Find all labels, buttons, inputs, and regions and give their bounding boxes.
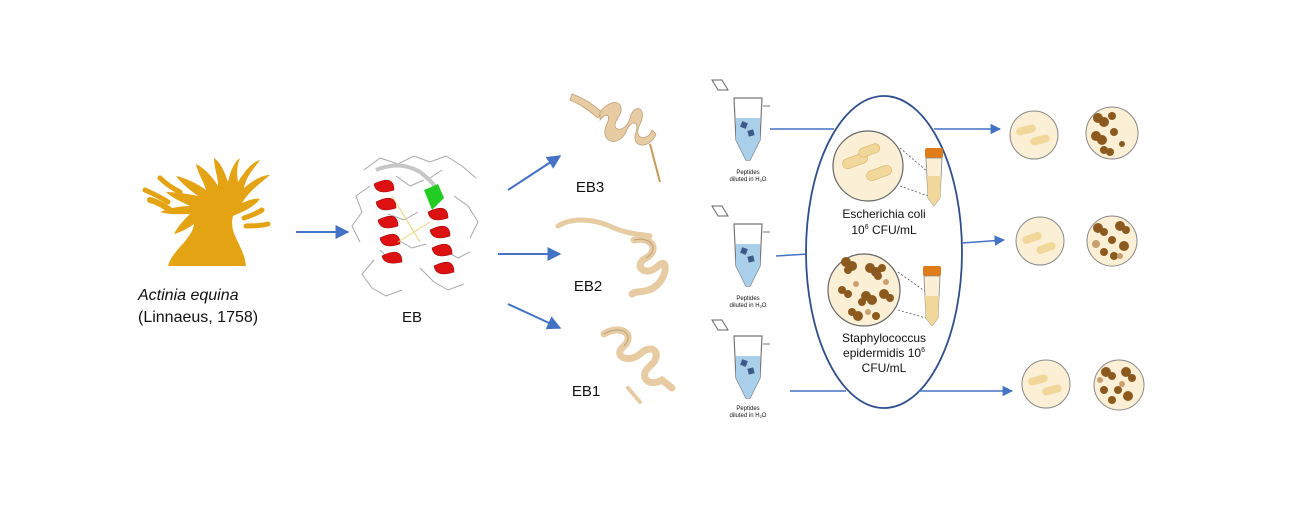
eb-label: EB bbox=[402, 309, 422, 326]
sea-anemone-image bbox=[137, 157, 275, 275]
arrow-eb-to-eb1 bbox=[507, 303, 562, 330]
staph-name-line1: Staphylococcus bbox=[842, 331, 926, 345]
result-ecoli-dish-top bbox=[1009, 110, 1059, 160]
tube-3-caption-line2: diluted in H2O bbox=[730, 413, 767, 419]
eb1-peptide-image bbox=[600, 326, 676, 404]
eb3-peptide-image bbox=[569, 93, 657, 146]
tube-2-caption-line2: diluted in H2O bbox=[730, 303, 767, 309]
result-ecoli-dish-middle bbox=[1015, 216, 1065, 266]
tube-1-caption-line1: Peptides bbox=[736, 170, 759, 176]
species-authority: (Linnaeus, 1758) bbox=[138, 309, 258, 326]
tube-1-caption-line2: diluted in H2O bbox=[730, 177, 767, 183]
tube-2-image bbox=[711, 205, 770, 287]
result-ecoli-dish-bottom bbox=[1021, 359, 1071, 409]
ecoli-concentration: 106 CFU/mL bbox=[851, 223, 917, 237]
tube-2-caption-line1: Peptides bbox=[736, 296, 759, 302]
species-name: Actinia equina bbox=[137, 287, 239, 304]
staph-name-line2: epidermidis 106 bbox=[843, 346, 925, 360]
tube-1-image bbox=[711, 79, 770, 161]
eb-structure-image bbox=[351, 155, 479, 297]
result-staph-dish-middle bbox=[1086, 215, 1138, 267]
result-staph-dish-top bbox=[1085, 106, 1139, 160]
ecoli-name: Escherichia coli bbox=[842, 207, 925, 221]
eb2-peptide-image bbox=[555, 217, 669, 298]
arrow-to-results-middle bbox=[961, 235, 1006, 246]
ecoli-falcon-tube-image bbox=[925, 148, 943, 207]
result-staph-dish-bottom bbox=[1093, 359, 1145, 411]
eb3-label: EB3 bbox=[576, 179, 604, 196]
ecoli-image bbox=[832, 130, 929, 202]
staph-image bbox=[827, 253, 927, 327]
staph-falcon-tube-image bbox=[923, 266, 941, 327]
arrow-eb-to-eb3 bbox=[507, 155, 562, 191]
tube-3-image bbox=[711, 319, 770, 399]
staph-name-line3: CFU/mL bbox=[862, 361, 907, 375]
line-tube2-to-bacteria bbox=[775, 253, 809, 257]
eb2-label: EB2 bbox=[574, 278, 602, 295]
tube-3-caption-line1: Peptides bbox=[736, 406, 759, 412]
eb1-label: EB1 bbox=[572, 383, 600, 400]
